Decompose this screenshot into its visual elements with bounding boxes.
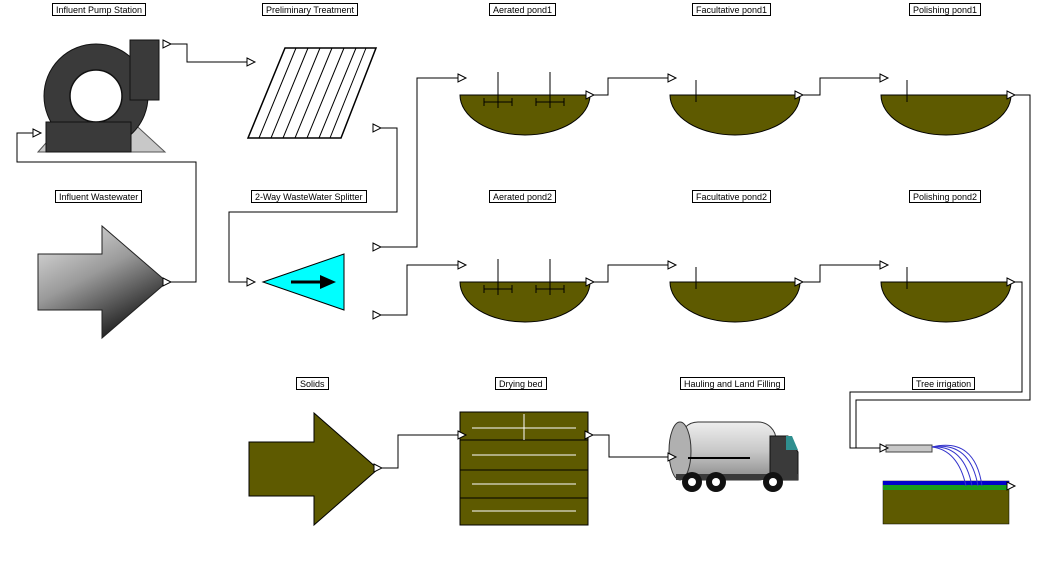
connection-port-icon (667, 73, 677, 83)
connection-port-icon (457, 73, 467, 83)
connection-port-icon (162, 277, 172, 287)
connection-port-icon (879, 73, 889, 83)
stream-aerated1-to-facultative1 (590, 77, 672, 96)
label-tree-irrigation: Tree irrigation (912, 377, 976, 390)
connection-port-icon (457, 260, 467, 270)
connection-port-icon (1006, 481, 1016, 491)
connection-port-icon (584, 430, 594, 440)
stream-dryingbed-to-hauling (589, 434, 672, 458)
label-polishing-pond1: Polishing pond1 (909, 3, 982, 16)
label-aerated-pond2: Aerated pond2 (489, 190, 557, 203)
label-splitter: 2-Way WasteWater Splitter (251, 190, 367, 203)
connection-port-icon (667, 260, 677, 270)
label-aerated-pond1: Aerated pond1 (489, 3, 557, 16)
label-facultative-pond1: Facultative pond1 (692, 3, 772, 16)
label-hauling: Hauling and Land Filling (680, 377, 785, 390)
pond-basin-icon[interactable] (459, 281, 591, 323)
connection-port-icon (372, 310, 382, 320)
pond-basin-icon[interactable] (669, 80, 801, 136)
stream-facultative1-to-polishing1 (799, 77, 884, 96)
solids-arrow-icon[interactable] (248, 411, 379, 527)
stream-polishing1-to-irrigation (855, 94, 1031, 449)
splitter-triangle-icon[interactable] (261, 253, 345, 311)
label-preliminary-treatment: Preliminary Treatment (262, 3, 359, 16)
irrigation-field-icon[interactable] (882, 444, 1010, 525)
stream-pump-to-screen (167, 43, 251, 63)
tanker-truck-icon[interactable] (668, 421, 799, 492)
stream-influent-to-pump (16, 132, 197, 283)
pond-basin-icon[interactable] (880, 267, 1012, 323)
surface-aerator-icon (483, 72, 565, 108)
label-drying-bed: Drying bed (495, 377, 547, 390)
connection-port-icon (373, 463, 383, 473)
connection-port-icon (246, 277, 256, 287)
influent-arrow-icon[interactable] (37, 224, 168, 340)
stream-screen-to-splitter (228, 127, 398, 283)
connection-port-icon (246, 57, 256, 67)
label-facultative-pond2: Facultative pond2 (692, 190, 772, 203)
pond-basin-icon[interactable] (459, 94, 591, 136)
label-solids: Solids (296, 377, 329, 390)
label-influent-wastewater: Influent Wastewater (55, 190, 143, 203)
connection-port-icon (372, 123, 382, 133)
centrifugal-pump-icon[interactable] (36, 39, 167, 153)
connection-port-icon (32, 128, 42, 138)
surface-aerator-icon (483, 259, 565, 295)
pond-basin-icon[interactable] (880, 80, 1012, 136)
stream-solids-to-dryingbed (378, 434, 462, 469)
label-polishing-pond2: Polishing pond2 (909, 190, 982, 203)
drying-bed-icon[interactable] (459, 411, 589, 526)
bar-screen-icon[interactable] (246, 47, 378, 139)
connection-port-icon (162, 39, 172, 49)
connection-port-icon (372, 242, 382, 252)
stream-polishing2-to-irrigation (849, 281, 1023, 449)
stream-facultative2-to-polishing2 (799, 264, 884, 283)
label-influent-pump-station: Influent Pump Station (52, 3, 147, 16)
stream-lines (16, 43, 1031, 469)
stream-splitter-to-aerated1 (377, 77, 462, 248)
stream-splitter-to-aerated2 (377, 264, 462, 316)
connection-port-icon (879, 260, 889, 270)
stream-aerated2-to-facultative2 (590, 264, 672, 283)
pond-basin-icon[interactable] (669, 267, 801, 323)
